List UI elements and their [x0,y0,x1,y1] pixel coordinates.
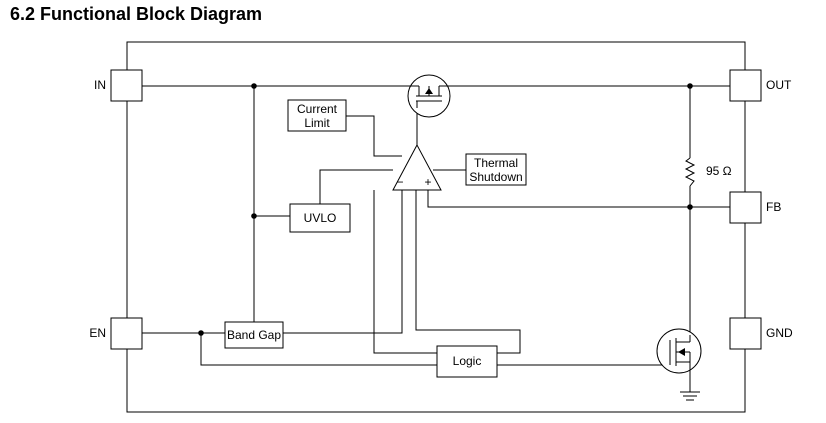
thermal-shutdown-label-line1: Thermal [474,156,518,170]
junction-dots [198,83,693,336]
resistor-icon [684,157,696,187]
thermal-shutdown-label-line2: Shutdown [469,170,522,184]
pin-fb-label: FB [766,200,781,214]
current-limit-label-line2: Limit [304,116,330,130]
logic-label: Logic [453,354,482,368]
uvlo-label: UVLO [304,211,337,225]
pin-in: IN [94,69,143,102]
pin-fb: FB [729,191,781,224]
uvlo-block: UVLO [289,203,351,233]
pass-transistor-icon [407,74,451,118]
pin-en: EN [89,317,143,350]
device-boundary [126,41,746,413]
wires [142,85,730,401]
amp-minus-sign: − [396,175,403,189]
error-amplifier: − + [392,143,442,191]
pin-en-label: EN [89,326,106,340]
pin-gnd-label: GND [766,326,793,340]
resistor-value-label: 95 Ω [706,164,732,178]
current-limit-label-line1: Current [297,102,338,116]
band-gap-block: Band Gap [224,321,284,349]
page-title: 6.2 Functional Block Diagram [10,4,263,24]
amp-plus-sign: + [424,175,431,189]
band-gap-label: Band Gap [227,328,281,342]
pin-out-label: OUT [766,78,792,92]
pin-out: OUT [729,69,792,102]
pin-in-label: IN [94,78,106,92]
logic-block: Logic [436,345,498,378]
thermal-shutdown-block: Thermal Shutdown [465,153,527,186]
current-limit-block: Current Limit [287,99,347,132]
pin-gnd: GND [729,317,793,350]
discharge-transistor-icon [656,328,702,374]
